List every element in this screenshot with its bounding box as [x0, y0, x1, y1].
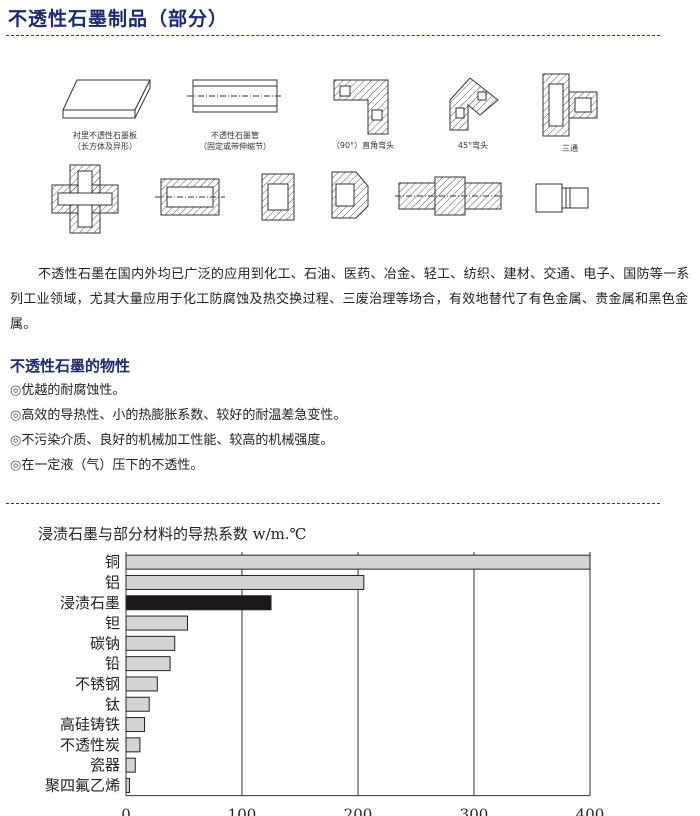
intro-paragraph: 不透性石墨在国内外均已广泛的应用到化工、石油、医药、冶金、轻工、纺织、建材、交通… [10, 267, 690, 332]
list-item: ◎高效的导热性、小的热膨胀系数、较好的耐温差急变性。 [10, 408, 347, 423]
list-item: ◎在一定液（气）压下的不透性。 [10, 458, 204, 473]
figure-caption: 不透性石墨管（固定或带伸缩节） [199, 131, 271, 151]
figure-caption: 衬里不透性石墨板（长方体及异形） [73, 131, 137, 151]
chart-bar [125, 554, 591, 570]
chart-title: 浸渍石墨与部分材料的导热系数 w/m.℃ [38, 525, 306, 543]
x-tick-label: 0 [121, 806, 131, 816]
x-tick-label: 400 [576, 806, 605, 816]
elbow-45-drawing [449, 77, 499, 131]
chart-bar [125, 696, 150, 712]
divider [6, 503, 660, 504]
y-tick-label: 浸渍石墨 [60, 594, 120, 612]
graphite-pipe-drawing [187, 79, 283, 113]
chart-bar [125, 737, 141, 753]
cap-end-drawing [331, 171, 369, 219]
straight-coupling-drawing [155, 178, 225, 216]
chart-bar [125, 595, 272, 611]
x-tick-label: 100 [228, 806, 257, 816]
y-tick-label: 钛 [105, 695, 120, 713]
y-tick-label: 不锈钢 [75, 675, 120, 693]
tee-drawing [542, 73, 598, 137]
y-tick-label: 铝 [105, 573, 120, 591]
x-tick-label: 300 [460, 806, 489, 816]
y-tick-label: 聚四氟乙烯 [45, 776, 120, 794]
properties-list: ◎优越的耐腐蚀性。 ◎高效的导热性、小的热膨胀系数、较好的耐温差急变性。 ◎不污… [10, 378, 346, 478]
chart-bar [125, 777, 130, 793]
list-item: ◎优越的耐腐蚀性。 [10, 383, 126, 398]
elbow-90-drawing [333, 79, 389, 135]
y-tick-label: 瓷器 [90, 756, 120, 774]
chart-bar [125, 635, 176, 651]
chart-bar [125, 656, 171, 672]
y-tick-label: 钽 [105, 614, 120, 632]
figure-caption: （90°）直角弯头 [331, 141, 395, 150]
chart-bar [125, 574, 365, 590]
list-item: ◎不污染介质、良好的机械加工性能、较高的机械强度。 [10, 433, 334, 448]
cross-fitting-drawing [51, 164, 119, 234]
figure-caption: 45°弯头 [457, 141, 489, 150]
plug-drawing [535, 183, 589, 213]
chart-bar [125, 757, 136, 773]
page-title: 不透性石墨制品（部分） [8, 8, 229, 30]
thermal-conductivity-chart: 浸渍石墨与部分材料的导热系数 w/m.℃ 0 100 200 300 400 铜铝浸渍石墨钽… [38, 525, 605, 816]
union-joint-drawing [395, 176, 505, 216]
y-tick-label: 铅 [105, 655, 120, 673]
figure-caption: 三通 [562, 144, 578, 153]
properties-heading: 不透性石墨的物性 [10, 357, 131, 375]
y-tick-label: 碳钠 [90, 634, 120, 652]
y-tick-label: 不透性炭 [60, 736, 120, 754]
y-tick-label: 铜 [105, 553, 120, 571]
chart-bar [125, 615, 188, 631]
rectangular-plate-drawing [62, 79, 151, 119]
chart-bar [125, 676, 158, 692]
chart-bar [125, 717, 146, 733]
divider [6, 35, 660, 36]
x-tick-label: 200 [344, 806, 373, 816]
short-sleeve-drawing [261, 173, 295, 221]
y-tick-label: 高硅铸铁 [60, 716, 120, 734]
